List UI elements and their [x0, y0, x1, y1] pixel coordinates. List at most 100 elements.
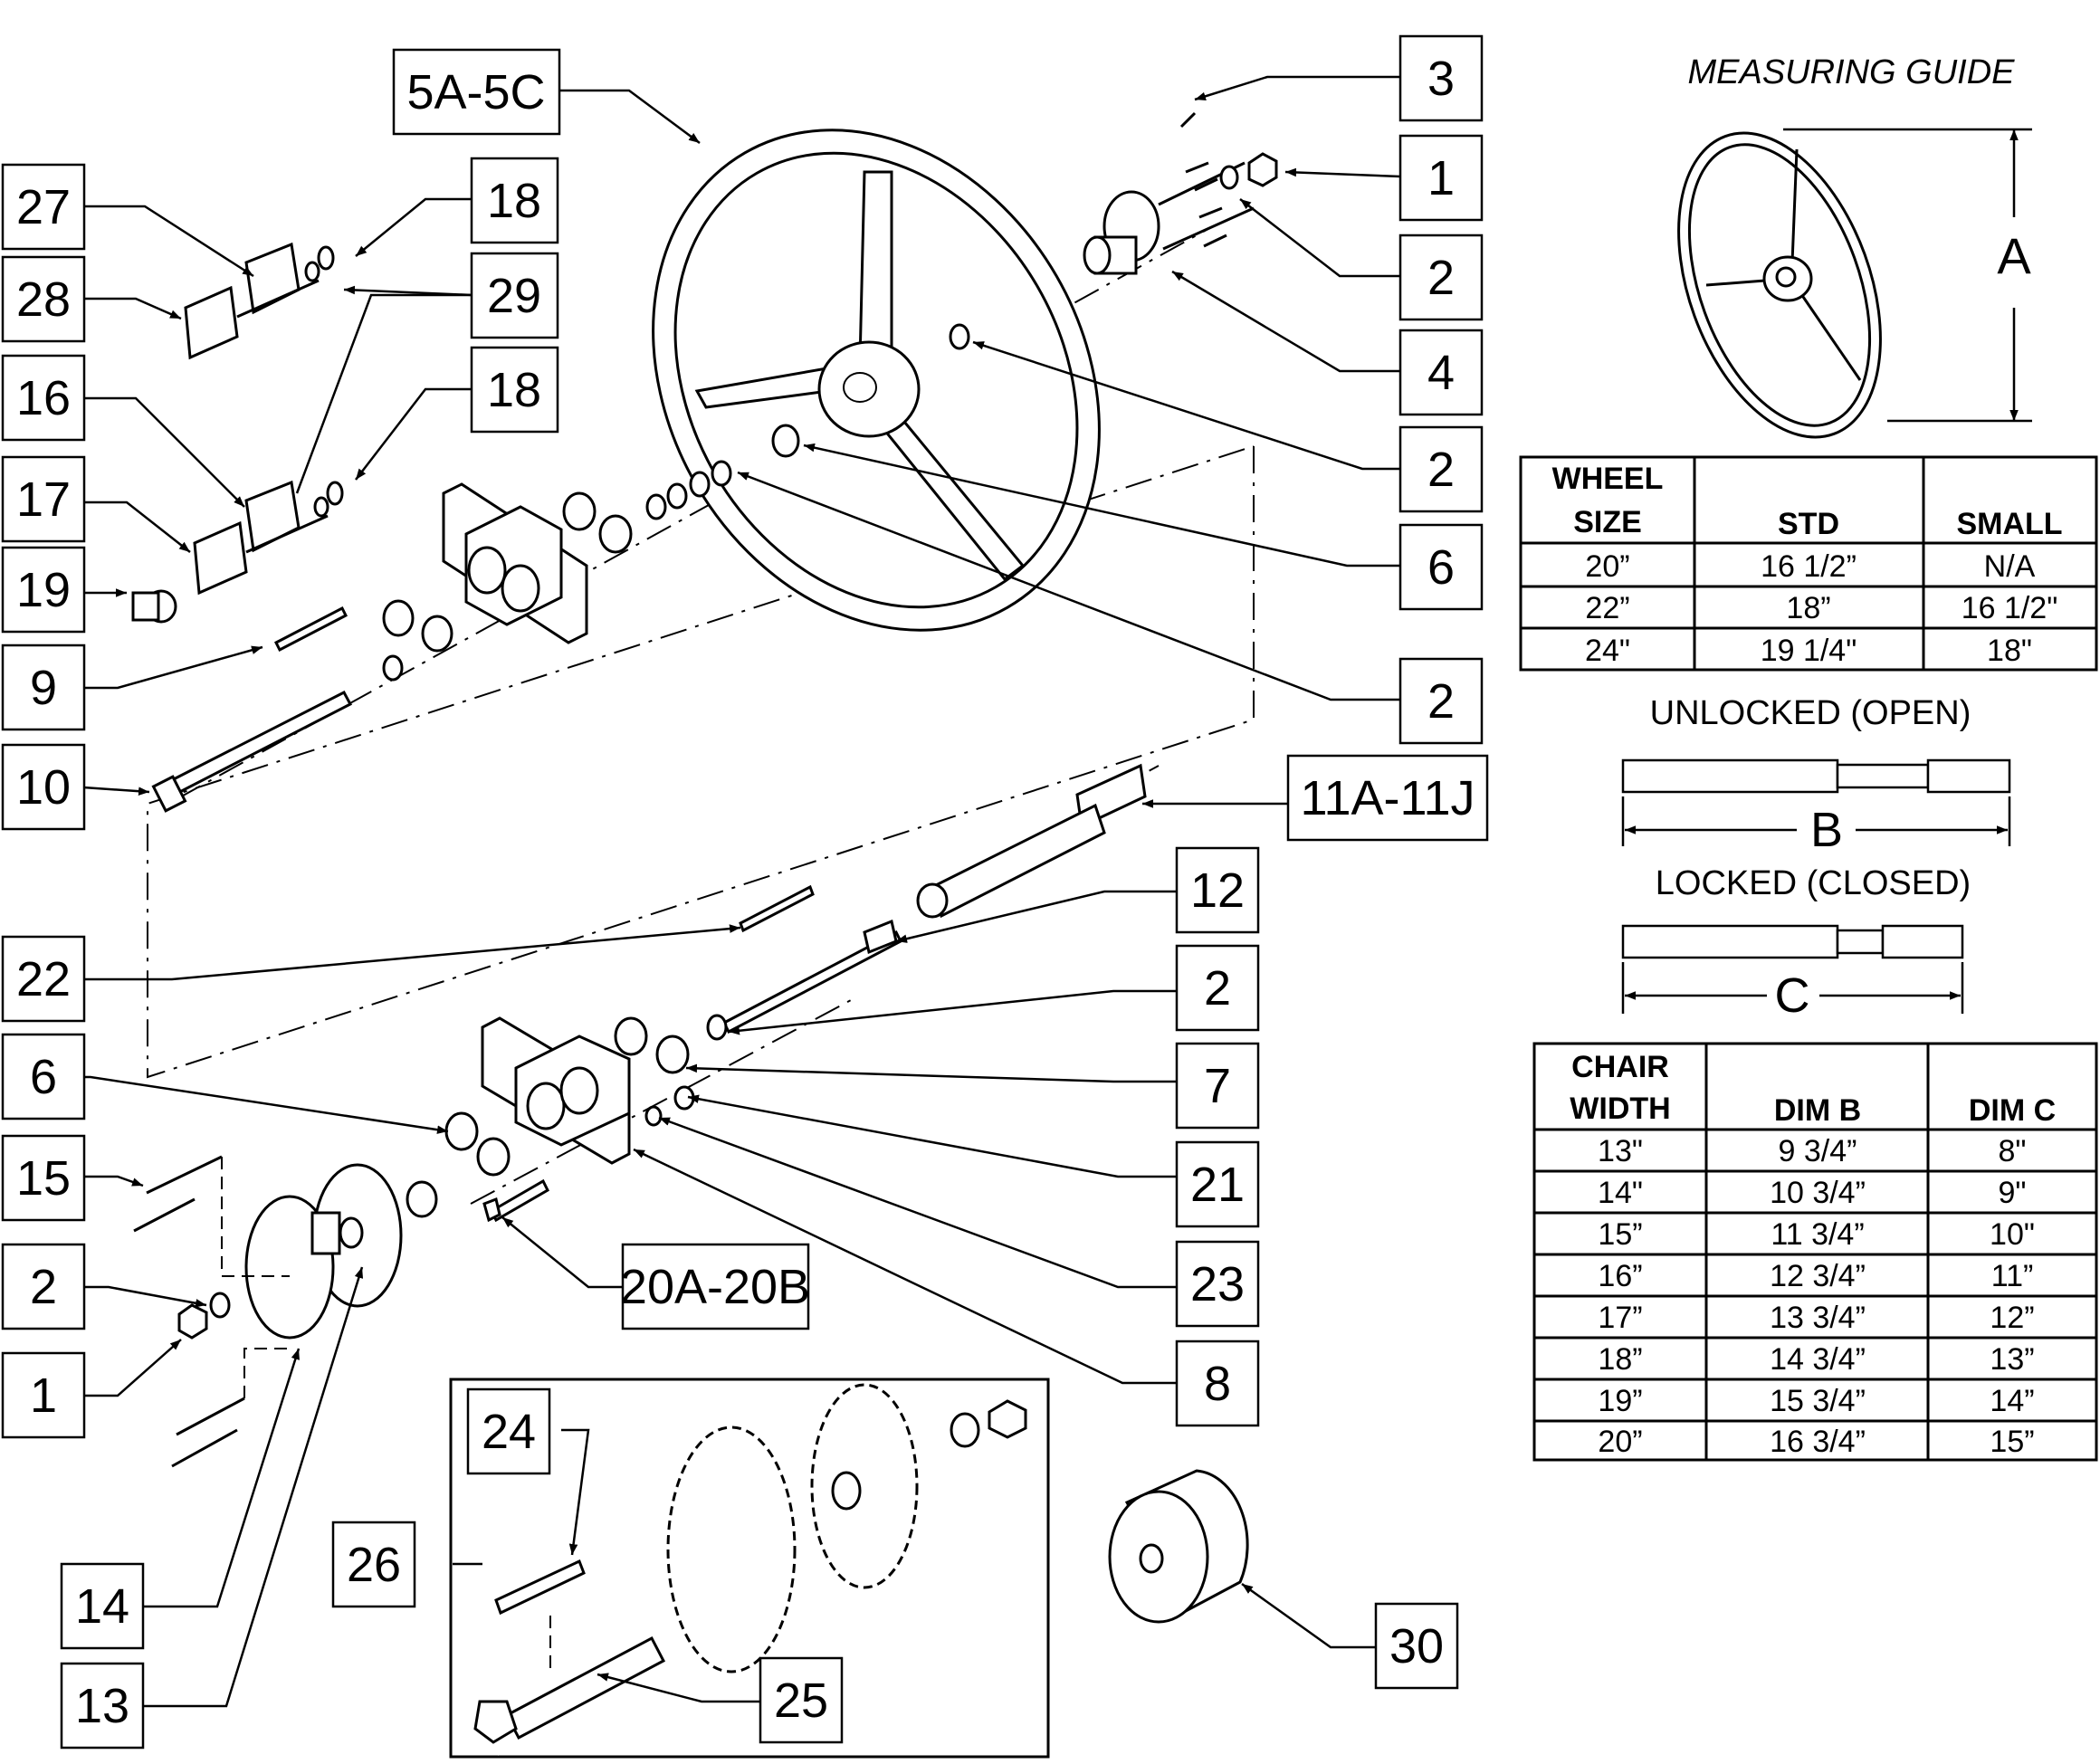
svg-text:13": 13" [1598, 1134, 1643, 1168]
rod [722, 919, 902, 1035]
svg-text:CHAIR: CHAIR [1571, 1050, 1669, 1084]
svg-text:10 3/4”: 10 3/4” [1770, 1176, 1866, 1210]
guide-title: MEASURING GUIDE [1687, 53, 2015, 91]
wheel-size-table: WHEEL SIZE STD SMALL 20” 16 1/2” N/A 22”… [1519, 455, 2098, 672]
callout: 23 [1175, 1240, 1260, 1328]
svg-text:20”: 20” [1585, 549, 1629, 584]
callout: 18 [470, 346, 559, 434]
callout: 6 [1398, 523, 1484, 611]
svg-text:SMALL: SMALL [1956, 507, 2062, 541]
svg-text:8": 8" [1999, 1134, 2027, 1168]
svg-text:WIDTH: WIDTH [1570, 1092, 1670, 1126]
svg-text:11A-11J: 11A-11J [1300, 771, 1475, 825]
svg-text:16 1/2": 16 1/2" [1962, 591, 2058, 625]
svg-text:14": 14" [1598, 1176, 1643, 1210]
svg-text:N/A: N/A [1984, 549, 2036, 584]
svg-text:18: 18 [487, 363, 541, 417]
inset-box [449, 1378, 1050, 1759]
dim-a-label: A [1997, 227, 2031, 284]
svg-text:9: 9 [30, 661, 57, 715]
unlocked-tube [1621, 758, 2011, 846]
bearing-stack [382, 460, 732, 682]
washer [209, 1292, 231, 1319]
callout: 12 [1175, 846, 1260, 934]
svg-text:14 3/4”: 14 3/4” [1770, 1342, 1866, 1377]
svg-text:18”: 18” [1598, 1342, 1642, 1377]
callout: 7 [1175, 1042, 1260, 1130]
shaft [151, 690, 353, 813]
svg-text:WHEEL: WHEEL [1552, 462, 1664, 496]
svg-text:24": 24" [1585, 634, 1630, 668]
exploded-drawing [131, 111, 1278, 1759]
svg-text:15”: 15” [1990, 1425, 2034, 1459]
callout: 28 [1, 255, 86, 343]
svg-text:14”: 14” [1990, 1384, 2034, 1418]
callout: 2 [1398, 425, 1484, 513]
svg-text:18": 18" [1987, 634, 2032, 668]
svg-text:2: 2 [30, 1260, 57, 1314]
callout: 22 [1, 935, 86, 1023]
svg-text:9": 9" [1999, 1176, 2027, 1210]
callout: 2 [1398, 657, 1484, 745]
measuring-guide: MEASURING GUIDE A WHEEL SIZE [1519, 53, 2098, 1462]
svg-text:10": 10" [1990, 1217, 2035, 1252]
svg-text:16 1/2”: 16 1/2” [1761, 549, 1857, 584]
callout: 26 [331, 1521, 416, 1608]
svg-text:SIZE: SIZE [1573, 505, 1642, 539]
callout: 11A-11J [1286, 754, 1489, 842]
svg-text:19: 19 [16, 563, 71, 617]
svg-text:5A-5C: 5A-5C [406, 65, 545, 119]
svg-text:4: 4 [1427, 346, 1455, 400]
svg-text:9 3/4”: 9 3/4” [1779, 1134, 1857, 1168]
svg-text:15 3/4”: 15 3/4” [1770, 1384, 1866, 1418]
washer [949, 323, 970, 350]
svg-text:11 3/4”: 11 3/4” [1771, 1217, 1864, 1252]
svg-text:16 3/4”: 16 3/4” [1770, 1425, 1866, 1459]
svg-text:STD: STD [1778, 507, 1839, 541]
washer [1219, 165, 1239, 190]
long-screws [133, 1155, 290, 1468]
callout: 5A-5C [392, 48, 561, 136]
inset-parts [473, 1383, 1027, 1756]
callouts: 5A-5C 3 1 2 4 2 6 2 27 18 28 29 16 18 17… [1, 34, 1489, 1750]
svg-text:2: 2 [1427, 674, 1455, 729]
leader-lines [56, 75, 1401, 1708]
svg-text:2: 2 [1204, 961, 1231, 1015]
roller [1108, 1469, 1249, 1624]
callout: 16 [1, 354, 86, 442]
callout: 18 [470, 157, 559, 244]
knob [131, 589, 177, 624]
hub-flange [1083, 161, 1255, 275]
svg-text:27: 27 [16, 180, 71, 234]
callout: 19 [1, 546, 86, 634]
callout: 21 [1175, 1140, 1260, 1228]
svg-text:1: 1 [30, 1368, 57, 1423]
svg-text:17: 17 [16, 472, 71, 527]
callout: 10 [1, 743, 86, 831]
key [273, 605, 348, 653]
nut [1247, 152, 1278, 187]
svg-text:12”: 12” [1990, 1301, 2034, 1335]
callout: 20A-20B [620, 1243, 810, 1330]
screws [1179, 111, 1227, 248]
dim-b-label: B [1810, 803, 1843, 857]
svg-text:2: 2 [1427, 443, 1455, 497]
svg-text:19”: 19” [1598, 1384, 1642, 1418]
svg-text:1: 1 [1427, 151, 1455, 205]
locked-label: LOCKED (CLOSED) [1656, 864, 1971, 902]
axis-line [470, 999, 852, 1205]
svg-text:26: 26 [347, 1538, 401, 1592]
svg-text:DIM C: DIM C [1969, 1093, 2056, 1128]
svg-text:24: 24 [482, 1405, 536, 1459]
upper-bearing-block [442, 482, 588, 644]
svg-text:19 1/4": 19 1/4" [1761, 634, 1857, 668]
svg-text:13 3/4”: 13 3/4” [1770, 1301, 1866, 1335]
svg-text:6: 6 [30, 1050, 57, 1104]
callout: 6 [1, 1033, 86, 1120]
svg-text:8: 8 [1204, 1357, 1231, 1411]
svg-text:16”: 16” [1598, 1259, 1642, 1293]
guide-wheel [1677, 131, 1882, 439]
svg-text:15”: 15” [1598, 1217, 1642, 1252]
svg-text:12 3/4”: 12 3/4” [1770, 1259, 1866, 1293]
svg-text:16: 16 [16, 371, 71, 425]
